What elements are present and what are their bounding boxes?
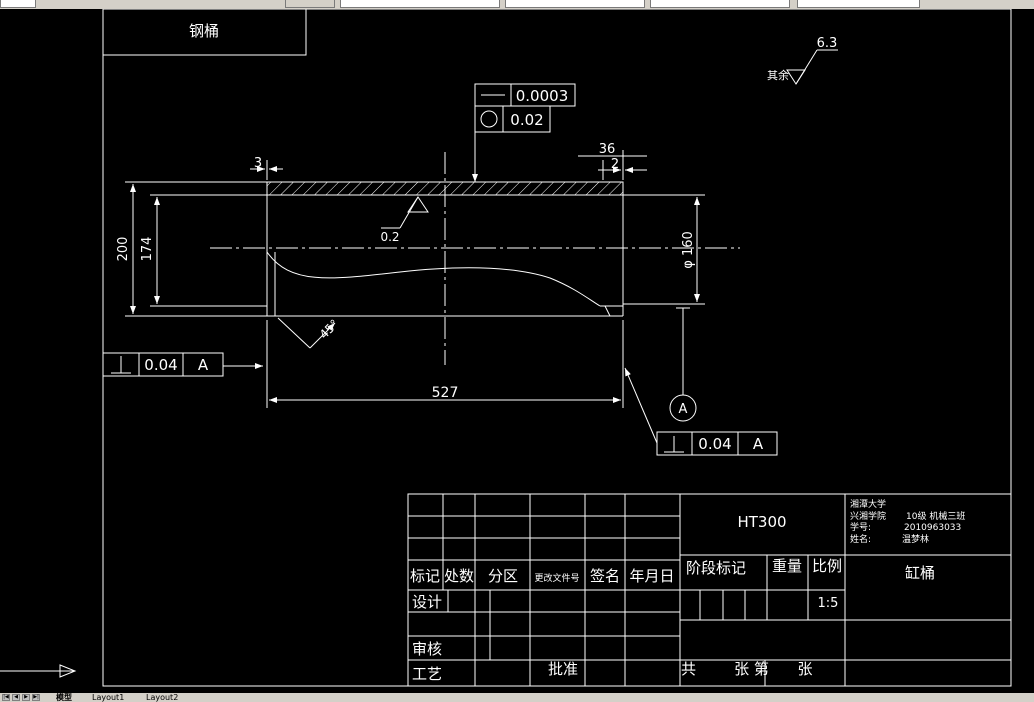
student-id: 2010963033 <box>904 523 961 533</box>
lbl-gongyi: 工艺 <box>412 665 442 683</box>
toolbar-field-1[interactable] <box>0 0 36 8</box>
tab-layout1[interactable]: Layout1 <box>92 693 125 702</box>
school-line2-b: 10级 机械三班 <box>906 510 965 522</box>
student-name: 温梦林 <box>902 533 929 545</box>
hdr-nianyueri: 年月日 <box>629 567 674 585</box>
part-title-box <box>102 9 307 56</box>
title-block <box>407 493 1012 687</box>
flatness-frame <box>472 83 576 182</box>
hdr-zhongliang: 重量 <box>772 557 802 575</box>
hdr-jieduan: 阶段标记 <box>686 559 746 577</box>
hdr-biaoji: 标记 <box>410 567 440 585</box>
dim-phi160: φ 160 <box>681 231 696 269</box>
flatness-value: 0.0003 <box>516 87 569 105</box>
dimension-lines <box>130 150 700 408</box>
tab-last-button[interactable]: ▶| <box>32 694 40 701</box>
top-toolbar <box>0 0 1034 9</box>
tab-layout2[interactable]: Layout2 <box>146 693 179 702</box>
dim-527: 527 <box>432 385 459 401</box>
perp-left-value: 0.04 <box>144 356 177 374</box>
layout-tab-bar: |◀ ◀ ▶ ▶| 模型 Layout1 Layout2 <box>0 693 1034 702</box>
hdr-fenqu: 分区 <box>488 567 518 585</box>
dim-2: 2 <box>611 157 619 172</box>
tab-model[interactable]: 模型 <box>56 693 72 702</box>
hatched-wall <box>266 181 624 196</box>
roughness-inner-value: 0.2 <box>380 230 399 244</box>
datum-circle-label: A <box>679 402 688 417</box>
lbl-sheets: 共 张 第 张 <box>681 660 813 678</box>
toolbar-icons[interactable] <box>285 0 335 8</box>
part-title-text: 钢桶 <box>189 22 219 40</box>
school-line1: 湘潭大学 <box>850 498 886 510</box>
perp-right-value: 0.04 <box>698 435 731 453</box>
roughness-value: 6.3 <box>817 36 838 51</box>
lbl-design: 设计 <box>412 593 442 611</box>
perpendicularity-frame-right <box>624 367 778 456</box>
datum-a <box>669 307 697 422</box>
layer-dropdown[interactable] <box>340 0 500 8</box>
perp-right-datum: A <box>753 435 764 453</box>
dim-200: 200 <box>116 237 131 262</box>
ucs-icon <box>0 664 77 678</box>
hdr-qianming: 签名 <box>590 567 620 585</box>
lineweight-dropdown[interactable] <box>650 0 790 8</box>
dim-36: 36 <box>599 142 616 157</box>
scale-value: 1:5 <box>818 596 839 611</box>
dim-174: 174 <box>140 237 155 262</box>
roundness-value: 0.02 <box>510 111 543 129</box>
name-label: 姓名: <box>850 533 871 545</box>
roughness-symbol-inner <box>381 196 429 229</box>
roughness-label: 其余 <box>767 68 789 82</box>
plotstyle-dropdown[interactable] <box>797 0 920 8</box>
student-id-label: 学号: <box>850 521 871 533</box>
part-name: 缸桶 <box>905 564 935 582</box>
part-outline <box>125 181 705 317</box>
tab-first-button[interactable]: |◀ <box>2 694 10 701</box>
lbl-pizhun: 批准 <box>548 660 578 678</box>
tab-prev-button[interactable]: ◀ <box>12 694 20 701</box>
hdr-gengai: 更改文件号 <box>534 572 579 584</box>
drawing-canvas[interactable]: 钢桶 其余 6.3 0.0003 0.02 0.2 3 36 2 200 174… <box>0 9 1034 693</box>
drawing-frame <box>102 9 1012 687</box>
material-text: HT300 <box>737 513 786 531</box>
dim-3: 3 <box>254 156 262 171</box>
linetype-dropdown[interactable] <box>505 0 645 8</box>
perp-left-datum: A <box>198 356 209 374</box>
hdr-chushu: 处数 <box>444 567 474 585</box>
hdr-bili: 比例 <box>812 557 842 575</box>
perpendicularity-frame-left <box>102 352 263 377</box>
tab-next-button[interactable]: ▶ <box>22 694 30 701</box>
lbl-shenhe: 审核 <box>412 640 442 658</box>
school-line2-a: 兴湘学院 <box>850 510 886 522</box>
roughness-symbol-general <box>786 49 838 85</box>
